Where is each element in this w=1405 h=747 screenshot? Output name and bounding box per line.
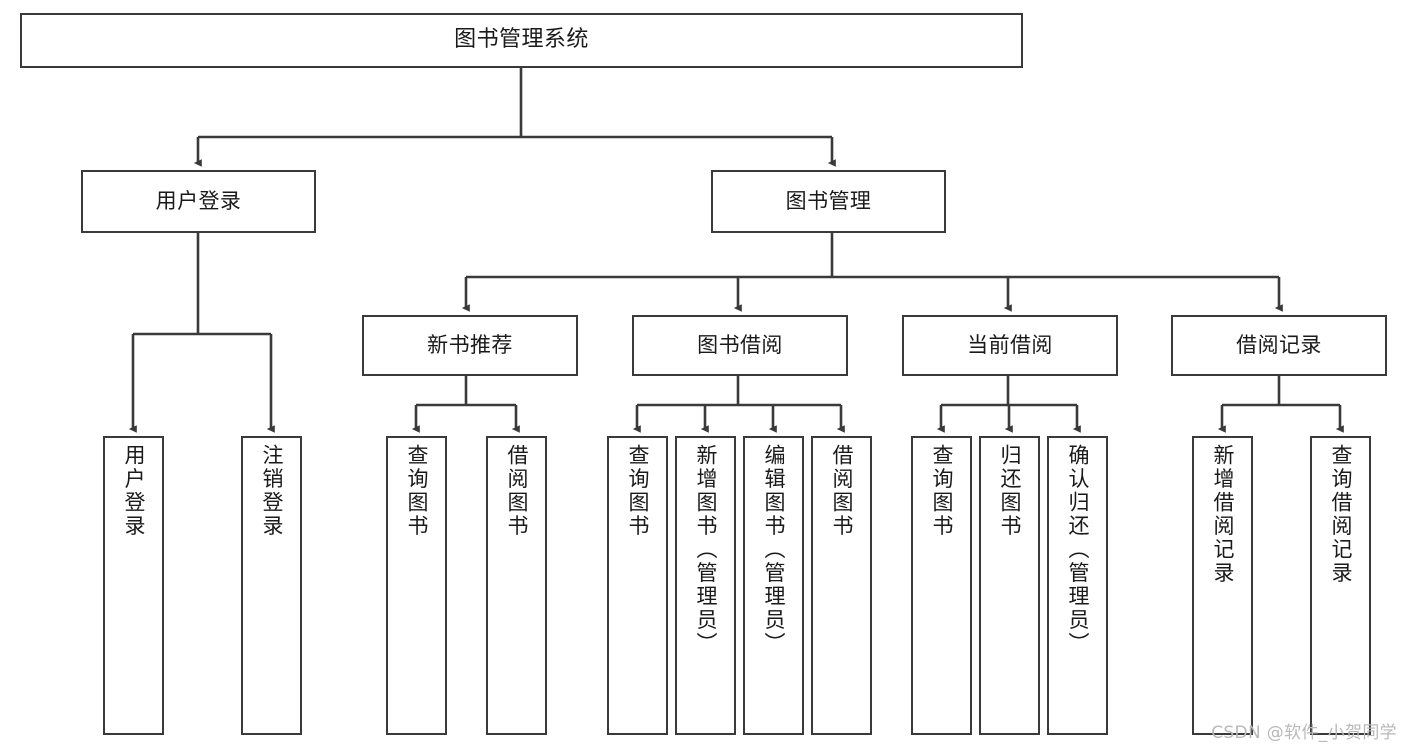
node-book-borrow-label: 图书借阅	[697, 332, 783, 357]
node-leaf-borrow-book-2[interactable]: 借阅图书	[811, 436, 872, 735]
node-new-book-recommend-label: 新书推荐	[427, 332, 513, 357]
node-leaf-borrow-book-1-label: 借阅图书	[505, 444, 529, 539]
node-leaf-query-book-2-label: 查询图书	[626, 444, 650, 539]
node-leaf-user-logout[interactable]: 注销登录	[241, 436, 302, 735]
node-leaf-query-book-3[interactable]: 查询图书	[911, 436, 972, 735]
node-current-borrow[interactable]: 当前借阅	[902, 315, 1118, 376]
node-leaf-query-record[interactable]: 查询借阅记录	[1310, 436, 1371, 735]
node-leaf-query-book-1[interactable]: 查询图书	[386, 436, 447, 735]
node-leaf-user-login-label: 用户登录	[122, 444, 146, 539]
node-book-borrow[interactable]: 图书借阅	[632, 315, 848, 376]
node-user-login-label: 用户登录	[155, 188, 242, 213]
node-leaf-query-book-3-label: 查询图书	[930, 444, 954, 539]
node-leaf-add-book-label: 新增图书（管理员）	[694, 444, 718, 656]
node-new-book-recommend[interactable]: 新书推荐	[362, 315, 578, 376]
node-borrow-record-label: 借阅记录	[1236, 332, 1322, 357]
node-borrow-record[interactable]: 借阅记录	[1171, 315, 1387, 376]
node-root-system-label: 图书管理系统	[454, 27, 589, 53]
node-leaf-add-record-label: 新增借阅记录	[1211, 444, 1235, 586]
node-leaf-edit-book-label: 编辑图书（管理员）	[762, 444, 786, 656]
node-leaf-query-book-1-label: 查询图书	[405, 444, 429, 539]
node-leaf-query-record-label: 查询借阅记录	[1329, 444, 1353, 586]
node-leaf-borrow-book-2-label: 借阅图书	[830, 444, 854, 539]
node-leaf-query-book-2[interactable]: 查询图书	[607, 436, 668, 735]
node-root-system[interactable]: 图书管理系统	[20, 13, 1023, 68]
node-leaf-borrow-book-1[interactable]: 借阅图书	[486, 436, 547, 735]
node-leaf-return-book-label: 归还图书	[998, 444, 1022, 539]
node-current-borrow-label: 当前借阅	[967, 332, 1053, 357]
node-leaf-user-login[interactable]: 用户登录	[103, 436, 164, 735]
node-leaf-add-record[interactable]: 新增借阅记录	[1192, 436, 1253, 735]
node-leaf-confirm-return-label: 确认归还（管理员）	[1066, 444, 1090, 656]
node-leaf-add-book[interactable]: 新增图书（管理员）	[675, 436, 736, 735]
node-leaf-confirm-return[interactable]: 确认归还（管理员）	[1047, 436, 1108, 735]
node-book-manage[interactable]: 图书管理	[711, 170, 946, 233]
node-book-manage-label: 图书管理	[785, 188, 872, 213]
node-leaf-return-book[interactable]: 归还图书	[979, 436, 1040, 735]
node-leaf-user-logout-label: 注销登录	[260, 444, 284, 539]
csdn-watermark: CSDN @软件_小贺同学	[1211, 723, 1397, 743]
node-leaf-edit-book[interactable]: 编辑图书（管理员）	[743, 436, 804, 735]
node-user-login[interactable]: 用户登录	[81, 170, 316, 233]
